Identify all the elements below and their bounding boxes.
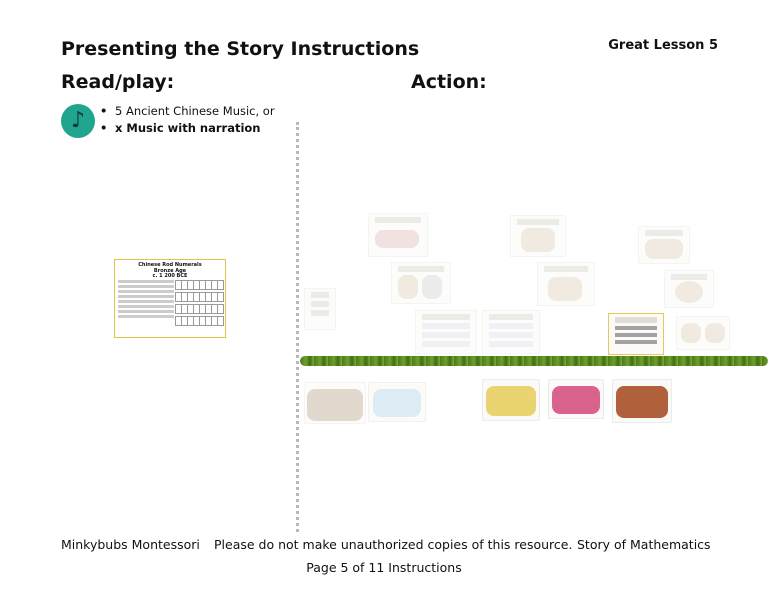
read-play-heading: Read/play: [61, 71, 175, 93]
page-title: Presenting the Story Instructions [61, 38, 420, 60]
timeline-card[interactable] [391, 262, 451, 304]
timeline-card[interactable] [304, 382, 366, 424]
timeline-card[interactable] [537, 262, 595, 306]
timeline-card[interactable] [612, 379, 672, 423]
rod-card-subtitle: Bronze Age [153, 267, 187, 274]
rod-grid [175, 304, 224, 314]
timeline-card[interactable] [368, 213, 428, 257]
action-heading: Action: [411, 71, 487, 93]
rod-card-date: c. 1 200 BCE [152, 273, 188, 279]
timeline-card[interactable] [548, 379, 604, 419]
timeline-card[interactable] [368, 382, 426, 422]
timeline-card[interactable] [482, 379, 540, 421]
lesson-label: Great Lesson 5 [608, 38, 718, 53]
rod-grid [175, 316, 224, 326]
footer-series: Story of Mathematics [577, 537, 711, 552]
rod-card-text-lines [118, 278, 174, 320]
music-options-list: 5 Ancient Chinese Music, or x Music with… [100, 103, 275, 137]
timeline-card[interactable] [676, 316, 730, 350]
timeline-card[interactable] [510, 215, 566, 257]
timeline-vine [300, 356, 768, 366]
rod-numerals-card[interactable]: Chinese Rod Numerals Bronze Age c. 1 200… [114, 259, 226, 338]
music-note-icon[interactable]: ♪ [61, 104, 95, 138]
list-item: 5 Ancient Chinese Music, or [100, 103, 275, 120]
timeline-card[interactable] [608, 313, 664, 355]
timeline-card[interactable] [304, 288, 336, 330]
section-divider [296, 122, 299, 532]
page-number: Page 5 of 11 Instructions [306, 560, 462, 575]
timeline-card[interactable] [638, 226, 690, 264]
rod-card-title: Chinese Rod Numerals [138, 262, 202, 268]
timeline-card[interactable] [415, 310, 477, 354]
list-item: x Music with narration [100, 120, 275, 137]
timeline-card[interactable] [482, 310, 540, 354]
rod-grid [175, 292, 224, 302]
footer-notice: Please do not make unauthorized copies o… [214, 537, 573, 552]
footer-author: Minkybubs Montessori [61, 537, 200, 552]
rod-grid [175, 280, 224, 290]
timeline-card[interactable] [664, 270, 714, 308]
